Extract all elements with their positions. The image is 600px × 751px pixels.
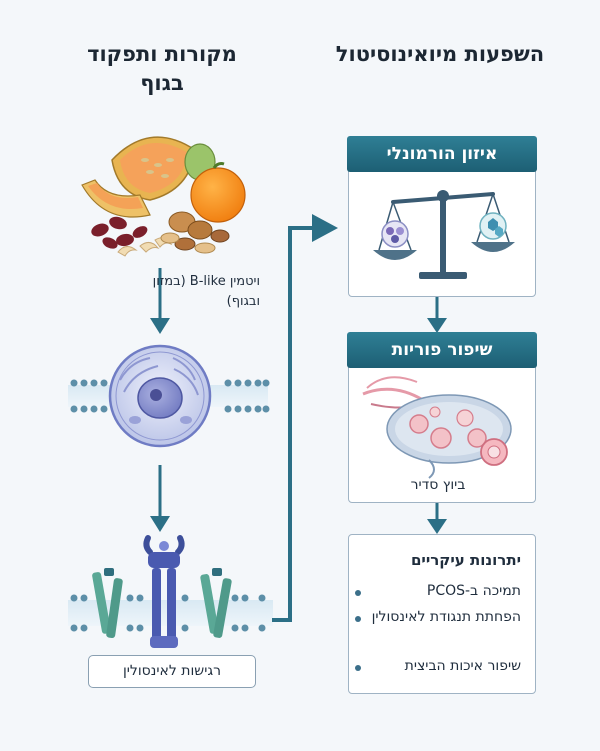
bullet-icon bbox=[355, 665, 361, 671]
left-column-title: מקורות ותפקוד בגוף bbox=[87, 42, 237, 95]
right-arrow-icon bbox=[272, 214, 338, 622]
benefits-title: יתרונות עיקריים bbox=[410, 551, 521, 569]
bullet-icon bbox=[355, 616, 361, 622]
down-arrow-icon bbox=[427, 503, 447, 534]
fruits-nuts-illustration bbox=[81, 136, 246, 257]
down-arrow-icon bbox=[427, 297, 447, 333]
hormonal-balance-card: איזון הורמונלי bbox=[347, 136, 537, 297]
benefit-item: תמיכה ב-PCOS bbox=[426, 583, 521, 599]
balance-scale-icon bbox=[373, 190, 515, 279]
benefit-item: שיפור איכות הביצית bbox=[404, 658, 521, 674]
benefit-item: הפחתת תנגודת לאינסולין bbox=[371, 609, 521, 625]
vitamin-label: ויטמין B-like (במזון ובגוף) bbox=[152, 274, 260, 309]
down-arrow-icon bbox=[150, 268, 170, 334]
right-column-title: השפעות מיואינוסיטול bbox=[335, 42, 545, 66]
insulin-sensitivity-box: רגישות לאינסולין bbox=[88, 655, 256, 688]
down-arrow-icon bbox=[150, 465, 170, 532]
regular-ovulation-label: ביוץ סדיר bbox=[410, 477, 466, 493]
fertility-header: שיפור פוריות bbox=[347, 332, 537, 368]
ovary-illustration bbox=[362, 376, 512, 479]
benefits-card: יתרונות עיקריים תמיכה ב-PCOS הפחתת תנגוד… bbox=[348, 534, 536, 694]
hormonal-balance-header: איזון הורמונלי bbox=[347, 136, 537, 172]
fertility-card: שיפור פוריות bbox=[347, 332, 537, 503]
bullet-icon bbox=[355, 590, 361, 596]
membrane-receptor-illustration bbox=[68, 535, 273, 648]
cell-illustration bbox=[68, 344, 270, 448]
